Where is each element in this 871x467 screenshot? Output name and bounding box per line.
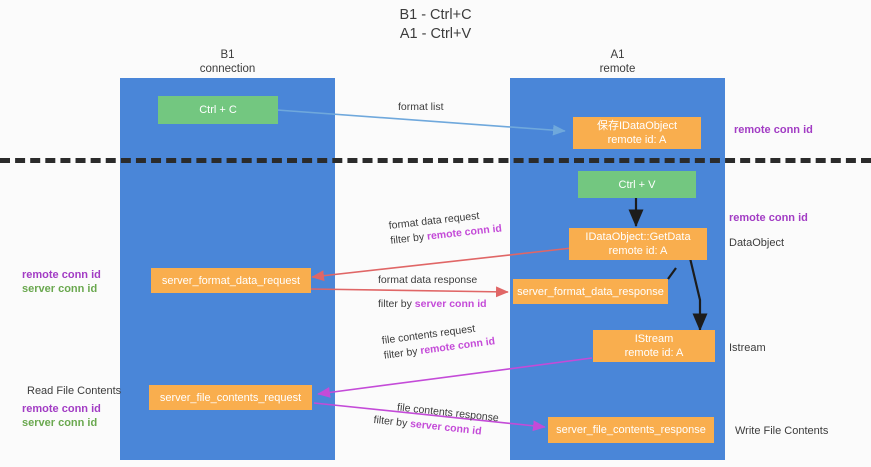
annotation-remote-conn-id-top: remote conn id [734, 124, 813, 136]
lane-header-b1-subtitle: connection [199, 63, 256, 75]
filter-prefix: filter by [389, 230, 428, 247]
annotation-left-remote-conn-id-mid: remote conn id [22, 269, 101, 281]
box-idataobject-getdata-line1: IDataObject::GetData [585, 231, 691, 243]
filter-prefix: filter by [378, 298, 415, 310]
box-ctrl-v[interactable]: Ctrl + V [578, 171, 696, 198]
box-idataobject-getdata[interactable]: IDataObject::GetData remote id: A [569, 228, 707, 260]
edge-label-format-data-response-group: format data response filter by server co… [378, 273, 487, 312]
box-istream[interactable]: IStream remote id: A [593, 330, 715, 362]
box-ctrl-c-label: Ctrl + C [199, 104, 237, 116]
lane-header-a1-subtitle: remote [599, 63, 636, 75]
box-server-format-data-request[interactable]: server_format_data_request [151, 268, 311, 293]
edge-label-file-contents-response-group: file contents response filter by server … [373, 398, 500, 441]
annotation-write-file-contents: Write File Contents [735, 425, 829, 437]
box-ctrl-v-label: Ctrl + V [618, 178, 656, 191]
box-ctrl-c[interactable]: Ctrl + C [158, 96, 278, 124]
edge-label-format-data-request-group: format data request filter by remote con… [388, 207, 503, 249]
filter-value-server-conn-id: server conn id [414, 298, 487, 310]
annotation-dataobject: DataObject [729, 237, 785, 249]
filter-prefix: filter by [383, 345, 422, 362]
box-save-dataobject-line2: remote id: A [607, 134, 667, 146]
filter-prefix: filter by [372, 413, 411, 430]
annotation-istream: Istream [729, 342, 766, 354]
box-server-file-contents-request[interactable]: server_file_contents_request [149, 385, 312, 410]
diagram-title-line2: A1 - Ctrl+V [399, 26, 472, 42]
box-server-file-contents-request-label: server_file_contents_request [159, 391, 302, 404]
box-save-dataobject[interactable]: 保存IDataObject remote id: A [573, 117, 701, 149]
box-server-format-data-response[interactable]: server_format_data_response [513, 279, 668, 304]
lane-header-a1: A1 remote [510, 48, 725, 76]
box-idataobject-getdata-line2: remote id: A [608, 245, 668, 257]
edge-label-format-data-response-filter: filter by server conn id [378, 297, 487, 312]
lane-header-b1: B1 connection [120, 48, 335, 76]
diagram-title: B1 - Ctrl+C A1 - Ctrl+V [0, 6, 871, 44]
edge-label-format-data-response: format data response [378, 274, 478, 286]
box-server-format-data-response-label: server_format_data_response [517, 285, 664, 298]
edge-label-format-list: format list [398, 101, 444, 113]
box-server-format-data-request-label: server_format_data_request [161, 274, 301, 287]
box-istream-line1: IStream [634, 333, 674, 345]
box-istream-line2: remote id: A [624, 347, 684, 359]
box-save-dataobject-line1: 保存IDataObject [596, 120, 678, 132]
annotation-left-remote-conn-id-bottom: remote conn id [22, 403, 101, 415]
edge-label-file-contents-request-group: file contents request filter by remote c… [381, 319, 496, 363]
box-server-file-contents-response[interactable]: server_file_contents_response [548, 417, 714, 443]
lane-header-b1-name: B1 [220, 49, 235, 61]
lane-header-a1-name: A1 [610, 49, 625, 61]
box-server-file-contents-response-label: server_file_contents_response [556, 424, 706, 436]
annotation-left-server-conn-id-mid: server conn id [22, 283, 98, 295]
annotation-remote-conn-id-mid: remote conn id [729, 212, 808, 224]
annotation-read-file-contents: Read File Contents [27, 385, 122, 397]
annotation-left-server-conn-id-bottom: server conn id [22, 417, 98, 429]
phase-divider [0, 158, 871, 163]
diagram-title-line1: B1 - Ctrl+C [399, 7, 472, 23]
